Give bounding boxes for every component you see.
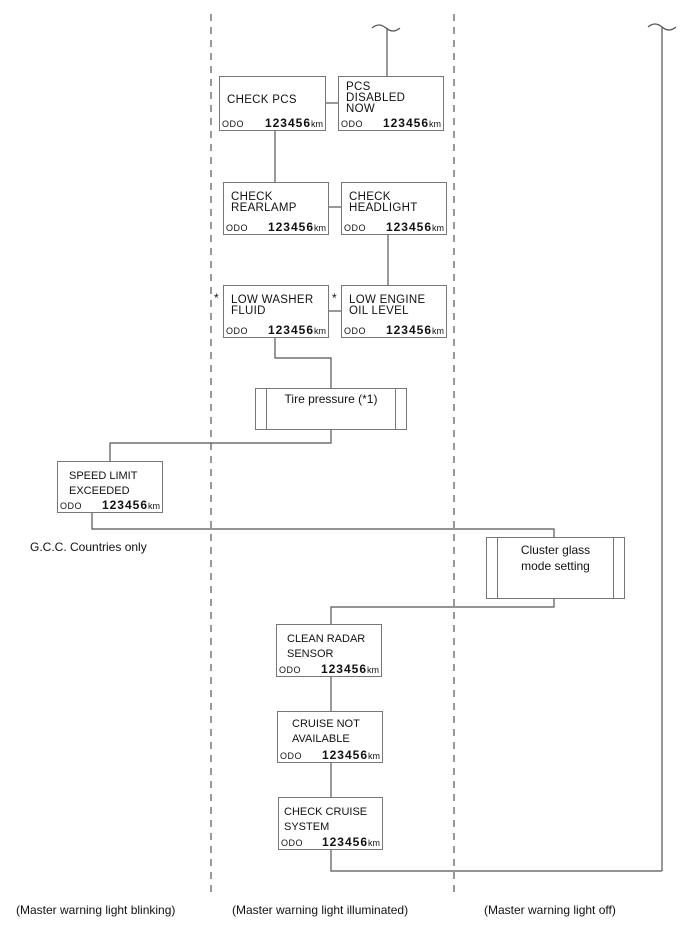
odo-label: ODO	[344, 326, 367, 336]
message-check-headlight: CHECK HEADLIGHT ODO 123456km	[341, 182, 447, 235]
process-text: Tire pressure (*1)	[284, 392, 378, 406]
column-label-blinking: (Master warning light blinking)	[16, 903, 176, 917]
odo-label: ODO	[60, 501, 83, 511]
connector	[91, 513, 555, 537]
message-text: SPEED LIMIT EXCEEDED	[69, 470, 138, 497]
message-check-rearlamp: CHECK REARLAMP ODO 123456km	[223, 182, 329, 235]
odo-value: 123456km	[264, 116, 323, 130]
odo-label: ODO	[280, 751, 303, 761]
message-text: CRUISE NOT AVAILABLE	[292, 718, 360, 745]
message-check-cruise-system: CHECK CRUISE SYSTEM ODO 123456km	[278, 797, 383, 850]
odo-value: 123456km	[267, 220, 326, 234]
column-label-illuminated: (Master warning light illuminated)	[232, 903, 409, 917]
message-text: CHECK PCS	[227, 94, 297, 106]
connector	[109, 430, 332, 461]
connector	[274, 338, 332, 388]
odo-value: 123456km	[267, 323, 326, 337]
odo-label: ODO	[281, 838, 304, 848]
message-text: CHECK CRUISE SYSTEM	[284, 806, 368, 833]
message-text: LOW WASHER FLUID	[231, 294, 314, 317]
message-clean-radar-sensor: CLEAN RADAR SENSOR ODO 123456km	[276, 624, 382, 677]
message-pcs-disabled-now: PCS DISABLED NOW ODO 123456km	[338, 76, 444, 131]
connector	[330, 598, 555, 624]
message-speed-limit-exceeded: SPEED LIMIT EXCEEDED ODO 123456km	[57, 461, 163, 513]
odo-label: ODO	[226, 223, 249, 233]
process-text: Cluster glass mode setting	[520, 543, 591, 573]
odo-label: ODO	[279, 665, 302, 675]
column-label-off: (Master warning light off)	[484, 903, 616, 917]
connector	[330, 849, 662, 872]
odo-value: 123456km	[321, 835, 380, 849]
process-tire-pressure: Tire pressure (*1)	[255, 388, 407, 430]
message-text: CHECK REARLAMP	[231, 191, 297, 214]
process-cluster-glass-mode-setting: Cluster glass mode setting	[486, 537, 625, 599]
odo-label: ODO	[222, 119, 245, 129]
odo-value: 123456km	[385, 220, 444, 234]
asterisk-note: *	[214, 291, 219, 305]
message-text: CLEAN RADAR SENSOR	[287, 633, 366, 660]
odo-label: ODO	[341, 119, 364, 129]
gcc-note: G.C.C. Countries only	[30, 540, 147, 554]
odo-label: ODO	[226, 326, 249, 336]
message-check-pcs: CHECK PCS ODO 123456km	[219, 76, 326, 131]
odo-value: 123456km	[320, 662, 379, 676]
message-text: PCS DISABLED NOW	[346, 81, 406, 115]
odo-label: ODO	[344, 223, 367, 233]
message-text: CHECK HEADLIGHT	[349, 191, 418, 214]
message-low-washer-fluid: LOW WASHER FLUID ODO 123456km	[223, 285, 329, 338]
message-text: LOW ENGINE OIL LEVEL	[349, 294, 426, 317]
asterisk-note: *	[332, 291, 337, 305]
odo-value: 123456km	[385, 323, 444, 337]
odo-value: 123456km	[382, 116, 441, 130]
message-cruise-not-available: CRUISE NOT AVAILABLE ODO 123456km	[277, 711, 383, 763]
message-low-engine-oil-level: LOW ENGINE OIL LEVEL ODO 123456km	[341, 285, 447, 338]
odo-value: 123456km	[101, 498, 160, 512]
odo-value: 123456km	[321, 748, 380, 762]
break-mark-top	[371, 24, 401, 32]
